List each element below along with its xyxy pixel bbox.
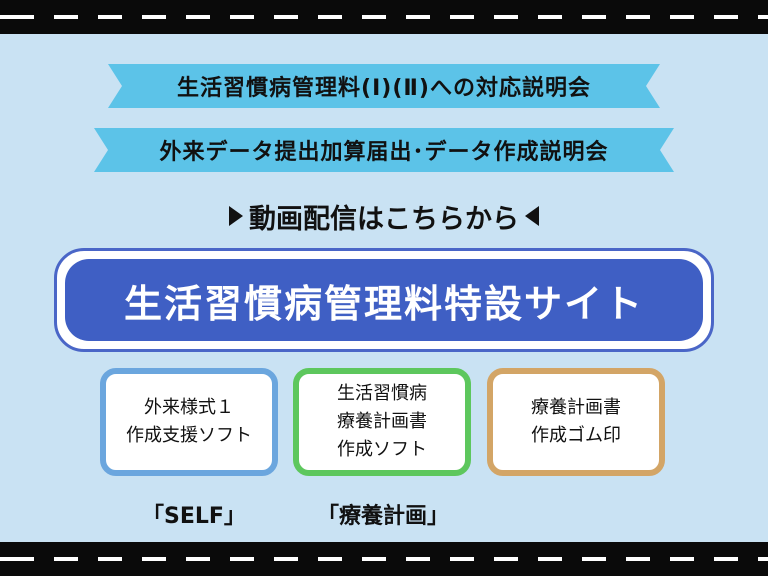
triangle-right-icon — [229, 206, 243, 226]
card-line: 生活習慣病 — [337, 383, 427, 404]
special-site-button-label: 生活習慣病管理料特設サイト — [123, 281, 644, 326]
ribbon-data-submission-title: 外来データ提出加算届出･データ作成説明会 — [94, 128, 674, 172]
triangle-left-icon — [525, 206, 539, 226]
special-site-button[interactable]: 生活習慣病管理料特設サイト — [65, 259, 703, 341]
ribbon-shape — [94, 128, 674, 172]
card-line: 作成ソフト — [337, 439, 427, 460]
card-line: 療養計画書 — [531, 397, 621, 418]
top-dashed-band — [0, 0, 768, 34]
card-care-plan-software[interactable]: 生活習慣病 療養計画書 作成ソフト — [293, 368, 471, 476]
card-line: 療養計画書 — [337, 411, 427, 432]
card-care-plan-rubber-stamp[interactable]: 療養計画書 作成ゴム印 — [487, 368, 665, 476]
card-outpatient-form-software[interactable]: 外来様式１ 作成支援ソフト — [100, 368, 278, 476]
ribbon-briefing-title-text: 生活習慣病管理料(Ⅰ)(Ⅱ)への対応説明会 — [177, 76, 591, 101]
ribbon-data-submission-title-text: 外来データ提出加算届出･データ作成説明会 — [159, 140, 609, 165]
card-line: 作成支援ソフト — [126, 425, 252, 446]
ribbon-briefing-title: 生活習慣病管理料(Ⅰ)(Ⅱ)への対応説明会 — [108, 64, 660, 108]
video-stream-heading: 動画配信はこちらから — [0, 198, 768, 235]
caption-care-plan: 「療養計画」 — [317, 504, 450, 529]
caption-self: 「SELF」 — [142, 504, 246, 529]
bottom-dashed-band — [0, 542, 768, 576]
card-line: 外来様式１ — [144, 397, 234, 418]
ribbon-shape — [108, 64, 660, 108]
card-line: 作成ゴム印 — [531, 425, 621, 446]
video-stream-label: 動画配信はこちらから — [249, 203, 519, 235]
